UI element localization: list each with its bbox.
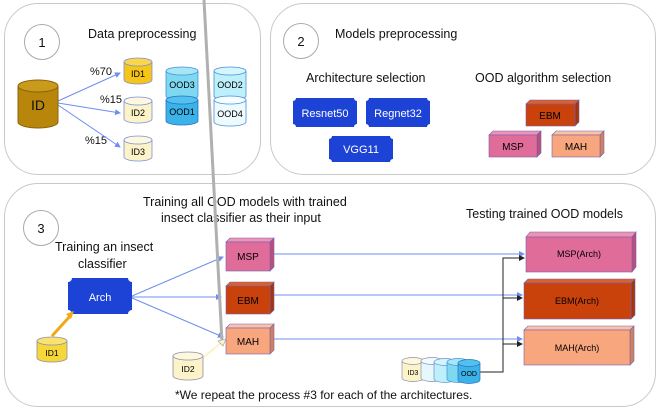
ood2-database-icon: OOD2 xyxy=(213,66,247,101)
footnote: *We repeat the process #3 for each of th… xyxy=(175,388,473,402)
svg-text:MAH: MAH xyxy=(237,337,259,348)
svg-text:EBM: EBM xyxy=(539,111,561,122)
split-percent-1: %70 xyxy=(90,66,113,78)
train-ood-heading-line1: Training all OOD models with trained xyxy=(143,195,347,209)
test-inputs-icon: ID3 OOD xyxy=(401,357,481,384)
svg-text:MSP: MSP xyxy=(237,252,259,263)
svg-text:MSP(Arch): MSP(Arch) xyxy=(557,249,601,259)
id2-to-mah-arrow xyxy=(202,0,227,358)
id2-database-icon: ID2 xyxy=(123,96,153,124)
id3-database-icon: ID3 xyxy=(123,135,153,162)
architecture-selection-heading: Architecture selection xyxy=(306,71,426,85)
arch-to-ood-arrows xyxy=(131,256,224,338)
svg-text:Regnet32: Regnet32 xyxy=(374,108,422,120)
arch-resnet50: Resnet50 xyxy=(293,98,357,127)
id-label: ID xyxy=(31,97,45,113)
ood-input-id2-icon: ID2 xyxy=(172,351,204,381)
svg-text:EBM(Arch): EBM(Arch) xyxy=(555,296,599,306)
arrow-to-id1 xyxy=(57,72,121,102)
svg-text:MAH: MAH xyxy=(565,142,587,153)
svg-text:ID3: ID3 xyxy=(408,370,419,377)
svg-text:Resnet50: Resnet50 xyxy=(301,108,348,120)
test-heading: Testing trained OOD models xyxy=(466,207,624,221)
ood3-database-icon: OOD3 xyxy=(165,66,199,101)
svg-text:ID2: ID2 xyxy=(131,108,145,118)
panel1-title: Data preprocessing xyxy=(88,27,197,41)
panel2-title: Models preprocessing xyxy=(335,27,458,41)
arch-regnet32: Regnet32 xyxy=(366,98,430,127)
svg-text:ID1: ID1 xyxy=(45,348,59,358)
split-percent-3: %15 xyxy=(85,135,108,147)
svg-text:ID3: ID3 xyxy=(131,147,145,157)
algo-msp: MSP xyxy=(488,130,542,158)
test-msp-arch: MSP(Arch) xyxy=(525,231,637,273)
step-1-badge: 1 xyxy=(24,24,60,60)
train-classifier-heading-line2: classifier xyxy=(78,257,127,271)
svg-text:OOD3: OOD3 xyxy=(169,80,195,90)
arch-node: Arch xyxy=(68,278,132,314)
svg-text:ID2: ID2 xyxy=(181,364,195,374)
id1-to-arch-arrow xyxy=(50,311,74,338)
split-percent-2: %15 xyxy=(100,94,123,106)
train-ebm: EBM xyxy=(225,281,275,315)
train-classifier-heading-line1: Training an insect xyxy=(55,240,154,254)
svg-text:OOD: OOD xyxy=(461,371,477,378)
train-input-id1-icon: ID1 xyxy=(36,336,68,363)
split-arrows xyxy=(57,72,121,148)
arch-vgg11: VGG11 xyxy=(329,136,393,162)
algo-mah: MAH xyxy=(551,130,605,158)
ood1-database-icon: OOD1 xyxy=(165,95,199,126)
test-mah-arch: MAH(Arch) xyxy=(523,325,635,366)
arrow-to-id3 xyxy=(57,104,121,148)
test-input-connector xyxy=(480,255,525,373)
test-ebm-arch: EBM(Arch) xyxy=(523,278,636,320)
step-3-badge: 3 xyxy=(23,210,59,246)
step-2-badge: 2 xyxy=(283,23,319,59)
svg-text:OOD2: OOD2 xyxy=(217,80,243,90)
train-mah: MAH xyxy=(225,323,275,355)
ood-algorithm-selection-heading: OOD algorithm selection xyxy=(475,71,612,85)
svg-text:Arch: Arch xyxy=(89,292,112,304)
ood4-database-icon: OOD4 xyxy=(213,95,247,127)
algo-ebm: EBM xyxy=(525,99,580,127)
svg-text:VGG11: VGG11 xyxy=(343,144,379,156)
arrow-to-id2 xyxy=(57,102,121,116)
train-msp: MSP xyxy=(225,237,275,272)
svg-text:MSP: MSP xyxy=(502,142,524,153)
id1-database-icon: ID1 xyxy=(123,57,153,85)
svg-text:ID1: ID1 xyxy=(131,69,145,79)
svg-text:OOD1: OOD1 xyxy=(169,107,195,117)
train-ood-heading-line2: insect classifier as their input xyxy=(161,211,321,225)
svg-text:OOD4: OOD4 xyxy=(217,109,243,119)
id-database-icon: ID xyxy=(17,79,59,129)
train-to-test-arrows xyxy=(274,251,525,342)
svg-text:MAH(Arch): MAH(Arch) xyxy=(555,343,600,353)
svg-text:EBM: EBM xyxy=(237,296,259,307)
